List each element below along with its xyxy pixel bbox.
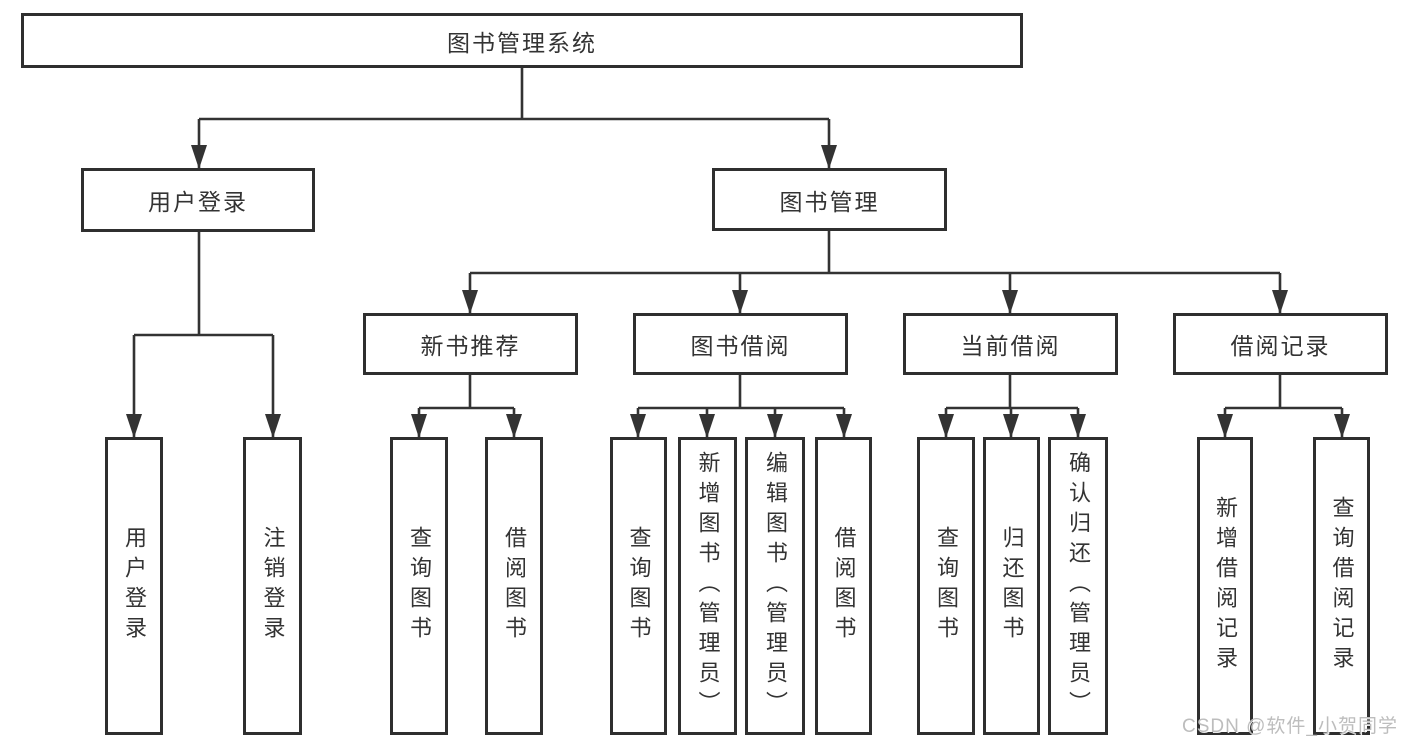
- node-label: 图书管理: [779, 188, 880, 215]
- node-label: 用户登录: [148, 189, 248, 215]
- leaf-add-books-admin: 新增图书（管理员）: [678, 437, 737, 735]
- leaf-return-books: 归还图书: [983, 437, 1040, 735]
- node-label: 借阅记录: [1230, 333, 1331, 359]
- node-label: 归还图书: [999, 526, 1025, 646]
- node-label: 查询图书: [626, 526, 652, 646]
- node-label: 编辑图书（管理员）: [763, 451, 788, 721]
- leaf-query-books-recommend: 查询图书: [390, 437, 448, 735]
- node-book-management: 图书管理: [712, 168, 947, 231]
- node-label: 借阅图书: [831, 526, 857, 646]
- node-label: 注销登录: [260, 526, 286, 646]
- node-label: 查询图书: [934, 526, 959, 646]
- leaf-user-login: 用户登录: [105, 437, 163, 735]
- node-user-login: 用户登录: [81, 168, 315, 232]
- leaf-confirm-return-admin: 确认归还（管理员）: [1048, 437, 1108, 735]
- node-label: 新增图书（管理员）: [695, 451, 721, 721]
- node-label: 查询借阅记录: [1329, 496, 1355, 676]
- leaf-query-books-current: 查询图书: [917, 437, 975, 735]
- leaf-query-borrow-record: 查询借阅记录: [1313, 437, 1370, 735]
- leaf-edit-books-admin: 编辑图书（管理员）: [745, 437, 805, 735]
- leaf-borrow-books-recommend: 借阅图书: [485, 437, 543, 735]
- node-label: 借阅图书: [502, 526, 527, 646]
- node-label: 图书管理系统: [447, 29, 597, 56]
- node-book-borrowing: 图书借阅: [633, 313, 848, 375]
- leaf-query-books-borrow: 查询图书: [610, 437, 667, 735]
- node-label: 确认归还（管理员）: [1066, 451, 1091, 721]
- node-label: 新书推荐: [420, 333, 521, 359]
- leaf-add-borrow-record: 新增借阅记录: [1197, 437, 1253, 735]
- node-borrowing-records: 借阅记录: [1173, 313, 1388, 375]
- node-current-borrowing: 当前借阅: [903, 313, 1118, 375]
- node-label: 新增借阅记录: [1213, 496, 1238, 676]
- leaf-borrow-books: 借阅图书: [815, 437, 872, 735]
- node-label: 图书借阅: [690, 333, 791, 359]
- leaf-logout: 注销登录: [243, 437, 302, 735]
- node-book-management-system: 图书管理系统: [21, 13, 1023, 68]
- node-label: 查询图书: [407, 526, 432, 646]
- node-label: 当前借阅: [960, 333, 1061, 359]
- watermark-text: CSDN @软件_小贺同学: [1182, 716, 1398, 737]
- node-label: 用户登录: [122, 526, 147, 646]
- node-new-book-recommendation: 新书推荐: [363, 313, 578, 375]
